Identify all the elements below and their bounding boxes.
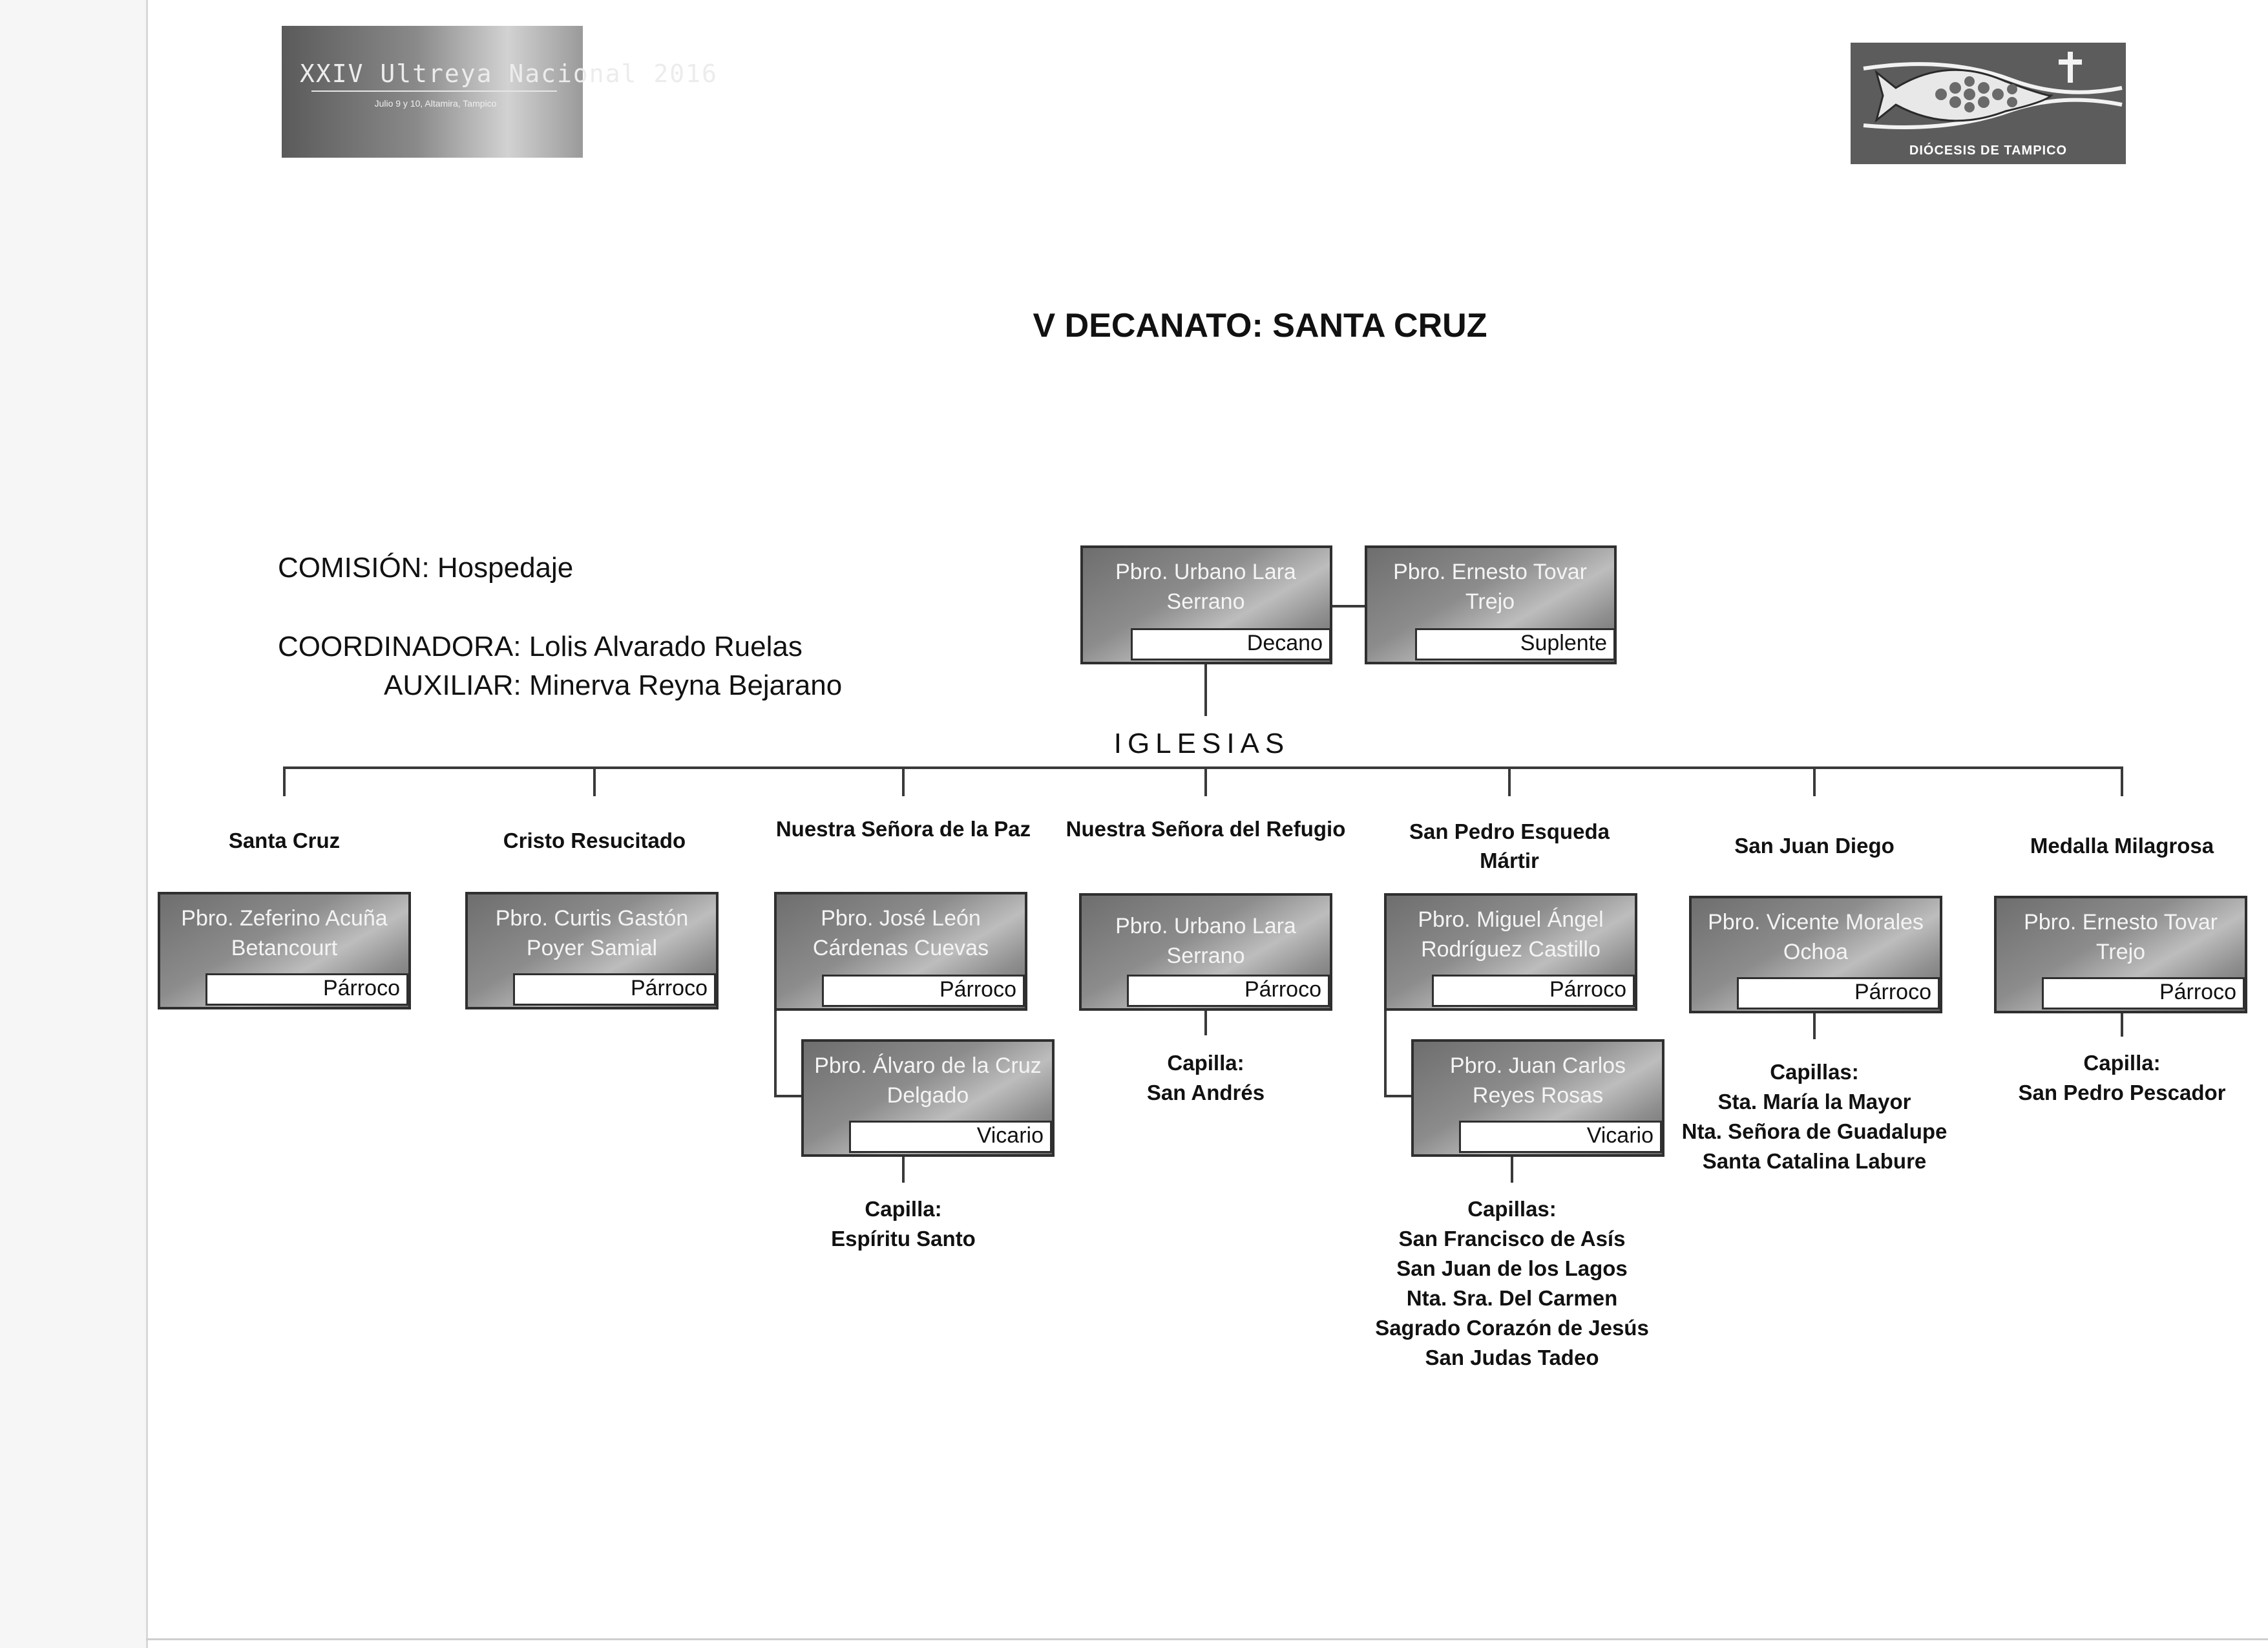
fish-icon [1863,52,2123,129]
suplente-role: Suplente [1415,628,1615,660]
iglesias-label: IGLESIAS [1113,728,1290,759]
capilla-item: Nta. Señora de Guadalupe [1681,1119,1948,1143]
vicario-role: Vicario [849,1121,1052,1153]
decano-suplente-connector [1332,605,1365,607]
vicario-role: Vicario [1459,1121,1662,1153]
parroco-node-santa-cruz: Pbro. Zeferino Acuña Betancourt Párroco [158,892,411,1009]
scan-margin [0,0,146,1648]
church-name-san-pedro: San Pedro Esqueda Mártir [1409,819,1610,872]
parroco-name: Pbro. Ernesto Tovar Trejo [2024,910,2218,964]
capilla-item: San Francisco de Asís [1398,1227,1626,1251]
parroco-role: Párroco [1127,975,1330,1007]
parroco-role: Párroco [205,973,408,1006]
drop-line [902,766,905,796]
church-name-nsra-refugio: Nuestra Señora del Refugio [1066,817,1346,841]
page-title: V DECANATO: SANTA CRUZ [1033,307,1487,344]
vicario-node-san-pedro: Pbro. Juan Carlos Reyes Rosas Vicario [1411,1039,1664,1157]
trunk-connector [1204,664,1207,716]
comision-text: COMISIÓN: Hospedaje [278,552,574,584]
church-name-medalla-milagrosa: Medalla Milagrosa [2030,834,2214,858]
page-edge [146,0,148,1648]
parroco-node-nsra-paz: Pbro. José León Cárdenas Cuevas Párroco [774,892,1027,1011]
capilla-item: San Pedro Pescador [2018,1081,2226,1104]
decano-role: Decano [1131,628,1331,660]
capilla-connector [1813,1013,1816,1039]
capillas-label: Capilla: [865,1197,942,1221]
capilla-item: Espíritu Santo [831,1227,976,1251]
parroco-name: Pbro. Vicente Morales Ochoa [1708,910,1924,964]
iglesias-bus [283,766,2123,769]
vicario-name: Pbro. Álvaro de la Cruz Delgado [814,1053,1042,1108]
church-name-santa-cruz: Santa Cruz [228,829,341,852]
diocesis-logo-text: DIÓCESIS DE TAMPICO [1909,143,2068,158]
capilla-connector [1204,1011,1207,1035]
coordinadora-text: COORDINADORA: Lolis Alvarado Ruelas [278,631,803,662]
vicario-node-nsra-paz: Pbro. Álvaro de la Cruz Delgado Vicario [801,1039,1055,1157]
drop-line [1508,766,1511,796]
parroco-role: Párroco [1432,975,1635,1007]
ultreya-logo-subtitle: Julio 9 y 10, Altamira, Tampico [374,98,497,109]
parroco-name: Pbro. José León Cárdenas Cuevas [812,906,989,960]
capillas-label: Capilla: [2083,1051,2161,1075]
parroco-role: Párroco [822,975,1025,1007]
capillas-label: Capillas: [1467,1197,1557,1221]
ultreya-logo-title: XXIV Ultreya Nacional 2016 [300,59,718,88]
church-name-san-juan-diego: San Juan Diego [1734,834,1895,858]
diocesis-logo: DIÓCESIS DE TAMPICO [1851,43,2126,164]
church-name-cristo-resucitado: Cristo Resucitado [503,829,686,852]
vicario-connector [1384,1011,1387,1097]
suplente-node: Pbro. Ernesto Tovar Trejo Suplente [1365,545,1617,664]
decano-node: Pbro. Urbano Lara Serrano Decano [1080,545,1332,664]
page-bottom-edge [146,1638,2268,1640]
vicario-connector [774,1095,801,1097]
capilla-connector [1511,1157,1513,1183]
parroco-node-nsra-refugio: Pbro. Urbano Lara Serrano Párroco [1079,893,1332,1011]
vicario-connector [1384,1095,1411,1097]
church-name-nsra-paz: Nuestra Señora de la Paz [775,817,1031,841]
parroco-name: Pbro. Zeferino Acuña Betancourt [181,906,388,960]
capillas-label: Capilla: [1167,1051,1244,1075]
ultreya-logo: XXIV Ultreya Nacional 2016 Julio 9 y 10,… [282,26,718,158]
parroco-node-medalla-milagrosa: Pbro. Ernesto Tovar Trejo Párroco [1994,896,2247,1013]
vicario-connector [774,1011,777,1097]
capillas-label: Capillas: [1770,1060,1859,1084]
parroco-role: Párroco [2042,977,2245,1009]
capilla-item: Sagrado Corazón de Jesús [1375,1316,1649,1340]
parroco-node-cristo-resucitado: Pbro. Curtis Gastón Poyer Samial Párroco [465,892,719,1009]
capilla-item: San Andrés [1146,1081,1265,1104]
drop-line [593,766,596,796]
capilla-connector [902,1157,905,1183]
ultreya-logo-rule [311,90,557,92]
capilla-item: Santa Catalina Labure [1702,1149,1927,1173]
auxiliar-text: AUXILIAR: Minerva Reyna Bejarano [384,670,843,701]
parroco-node-san-juan-diego: Pbro. Vicente Morales Ochoa Párroco [1689,896,1942,1013]
drop-line [283,766,286,796]
capilla-item: San Juan de los Lagos [1396,1256,1628,1280]
capilla-item: Sta. María la Mayor [1717,1090,1911,1114]
capilla-item: San Judas Tadeo [1425,1346,1599,1369]
capilla-connector [2121,1013,2123,1037]
drop-line [1204,766,1207,796]
decano-name: Pbro. Urbano Lara Serrano [1115,560,1296,614]
drop-line [2121,766,2123,796]
vicario-name: Pbro. Juan Carlos Reyes Rosas [1449,1053,1626,1108]
capilla-item: Nta. Sra. Del Carmen [1406,1286,1618,1310]
parroco-name: Pbro. Curtis Gastón Poyer Samial [495,906,689,960]
parroco-role: Párroco [1737,977,1940,1009]
drop-line [1813,766,1816,796]
suplente-name: Pbro. Ernesto Tovar Trejo [1393,560,1587,614]
parroco-node-san-pedro: Pbro. Miguel Ángel Rodríguez Castillo Pá… [1384,893,1637,1011]
parroco-name: Pbro. Urbano Lara Serrano [1115,914,1296,968]
parroco-role: Párroco [513,973,716,1006]
parroco-name: Pbro. Miguel Ángel Rodríguez Castillo [1418,907,1604,962]
